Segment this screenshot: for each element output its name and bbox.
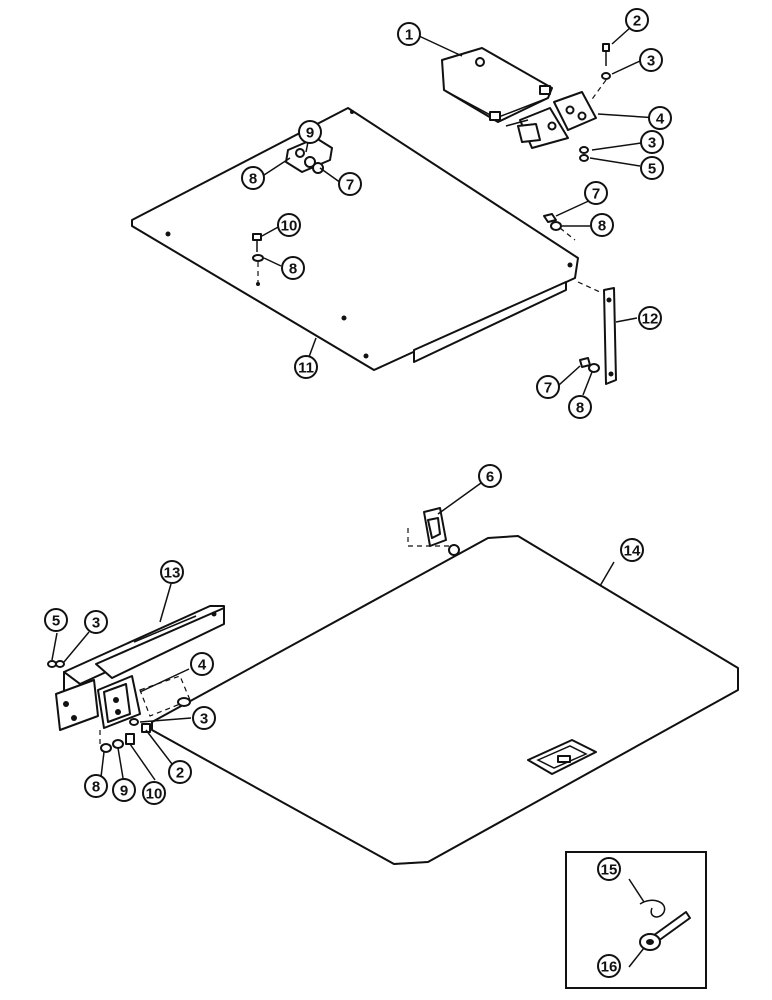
hinge-bracket-part-4 (505, 91, 597, 149)
svg-text:5: 5 (52, 613, 60, 630)
svg-text:13: 13 (164, 565, 181, 582)
callout-10: 10 (277, 213, 301, 237)
callout-3: 3 (192, 706, 216, 730)
svg-text:16: 16 (601, 959, 618, 976)
inset-detail (565, 851, 707, 989)
callout-2: 2 (625, 8, 649, 32)
svg-text:11: 11 (298, 360, 314, 377)
callout-8: 8 (590, 213, 614, 237)
floor-panel-part-14 (151, 535, 739, 865)
svg-text:3: 3 (200, 711, 208, 728)
svg-text:9: 9 (120, 783, 128, 800)
svg-text:10: 10 (281, 218, 298, 235)
clip-part-15 (639, 899, 666, 918)
callout-8: 8 (84, 774, 108, 798)
callout-7: 7 (338, 172, 362, 196)
callout-14: 14 (620, 538, 644, 562)
cover-panel-part-11 (131, 107, 579, 371)
callout-2: 2 (168, 760, 192, 784)
svg-text:14: 14 (624, 543, 641, 560)
callout-7: 7 (584, 181, 608, 205)
svg-text:7: 7 (544, 380, 552, 397)
callout-3: 3 (639, 48, 663, 72)
callout-3: 3 (84, 610, 108, 634)
svg-text:4: 4 (198, 657, 207, 674)
svg-text:3: 3 (92, 615, 100, 632)
svg-text:2: 2 (633, 13, 641, 30)
svg-text:8: 8 (92, 779, 100, 796)
callout-9: 9 (298, 120, 322, 144)
pin-part-16 (639, 911, 691, 951)
callout-15: 15 (597, 857, 621, 881)
svg-text:7: 7 (592, 186, 600, 203)
callout-5: 5 (640, 156, 664, 180)
callout-9: 9 (112, 778, 136, 802)
callout-8: 8 (241, 166, 265, 190)
svg-text:7: 7 (346, 177, 354, 194)
svg-text:10: 10 (146, 786, 163, 803)
callout-7: 7 (536, 375, 560, 399)
callout-1: 1 (397, 22, 421, 46)
svg-text:8: 8 (576, 400, 584, 417)
callout-4: 4 (190, 652, 214, 676)
svg-text:6: 6 (486, 469, 494, 486)
svg-text:8: 8 (598, 218, 606, 235)
callout-12: 12 (638, 306, 662, 330)
hinge-plate-part-1 (441, 47, 553, 123)
svg-text:15: 15 (601, 862, 618, 879)
callout-4: 4 (648, 106, 672, 130)
hinge-angle-part-13 (55, 605, 225, 731)
bolt-washer-panel (252, 233, 264, 286)
svg-text:1: 1 (405, 27, 413, 44)
callout-16: 16 (597, 954, 621, 978)
svg-text:3: 3 (647, 53, 655, 70)
lower-assembly (47, 507, 739, 865)
svg-text:12: 12 (642, 311, 659, 328)
svg-text:8: 8 (289, 261, 297, 278)
callout-8: 8 (281, 256, 305, 280)
leader-lines (51, 26, 659, 968)
svg-text:5: 5 (648, 161, 656, 178)
callout-3: 3 (640, 130, 664, 154)
svg-text:4: 4 (656, 111, 665, 128)
svg-text:8: 8 (249, 171, 257, 188)
callouts: 1 2 3 4 3 5 9 8 7 7 8 10 8 11 12 7 8 6 1… (44, 8, 672, 978)
upper-assembly (131, 43, 617, 385)
fasteners-top (579, 43, 611, 162)
hinge-bracket-upper (285, 137, 333, 174)
support-strap-part-12 (577, 281, 617, 385)
callout-10: 10 (142, 781, 166, 805)
callout-5: 5 (44, 608, 68, 632)
svg-text:9: 9 (306, 125, 314, 142)
svg-text:3: 3 (648, 135, 656, 152)
callout-11: 11 (294, 355, 318, 379)
latch-part-6 (407, 507, 460, 556)
callout-6: 6 (478, 464, 502, 488)
callout-13: 13 (160, 560, 184, 584)
callout-8: 8 (568, 395, 592, 419)
hinge-part-4-lower (97, 675, 191, 729)
svg-text:2: 2 (176, 765, 184, 782)
nut-washer-right (543, 213, 576, 241)
